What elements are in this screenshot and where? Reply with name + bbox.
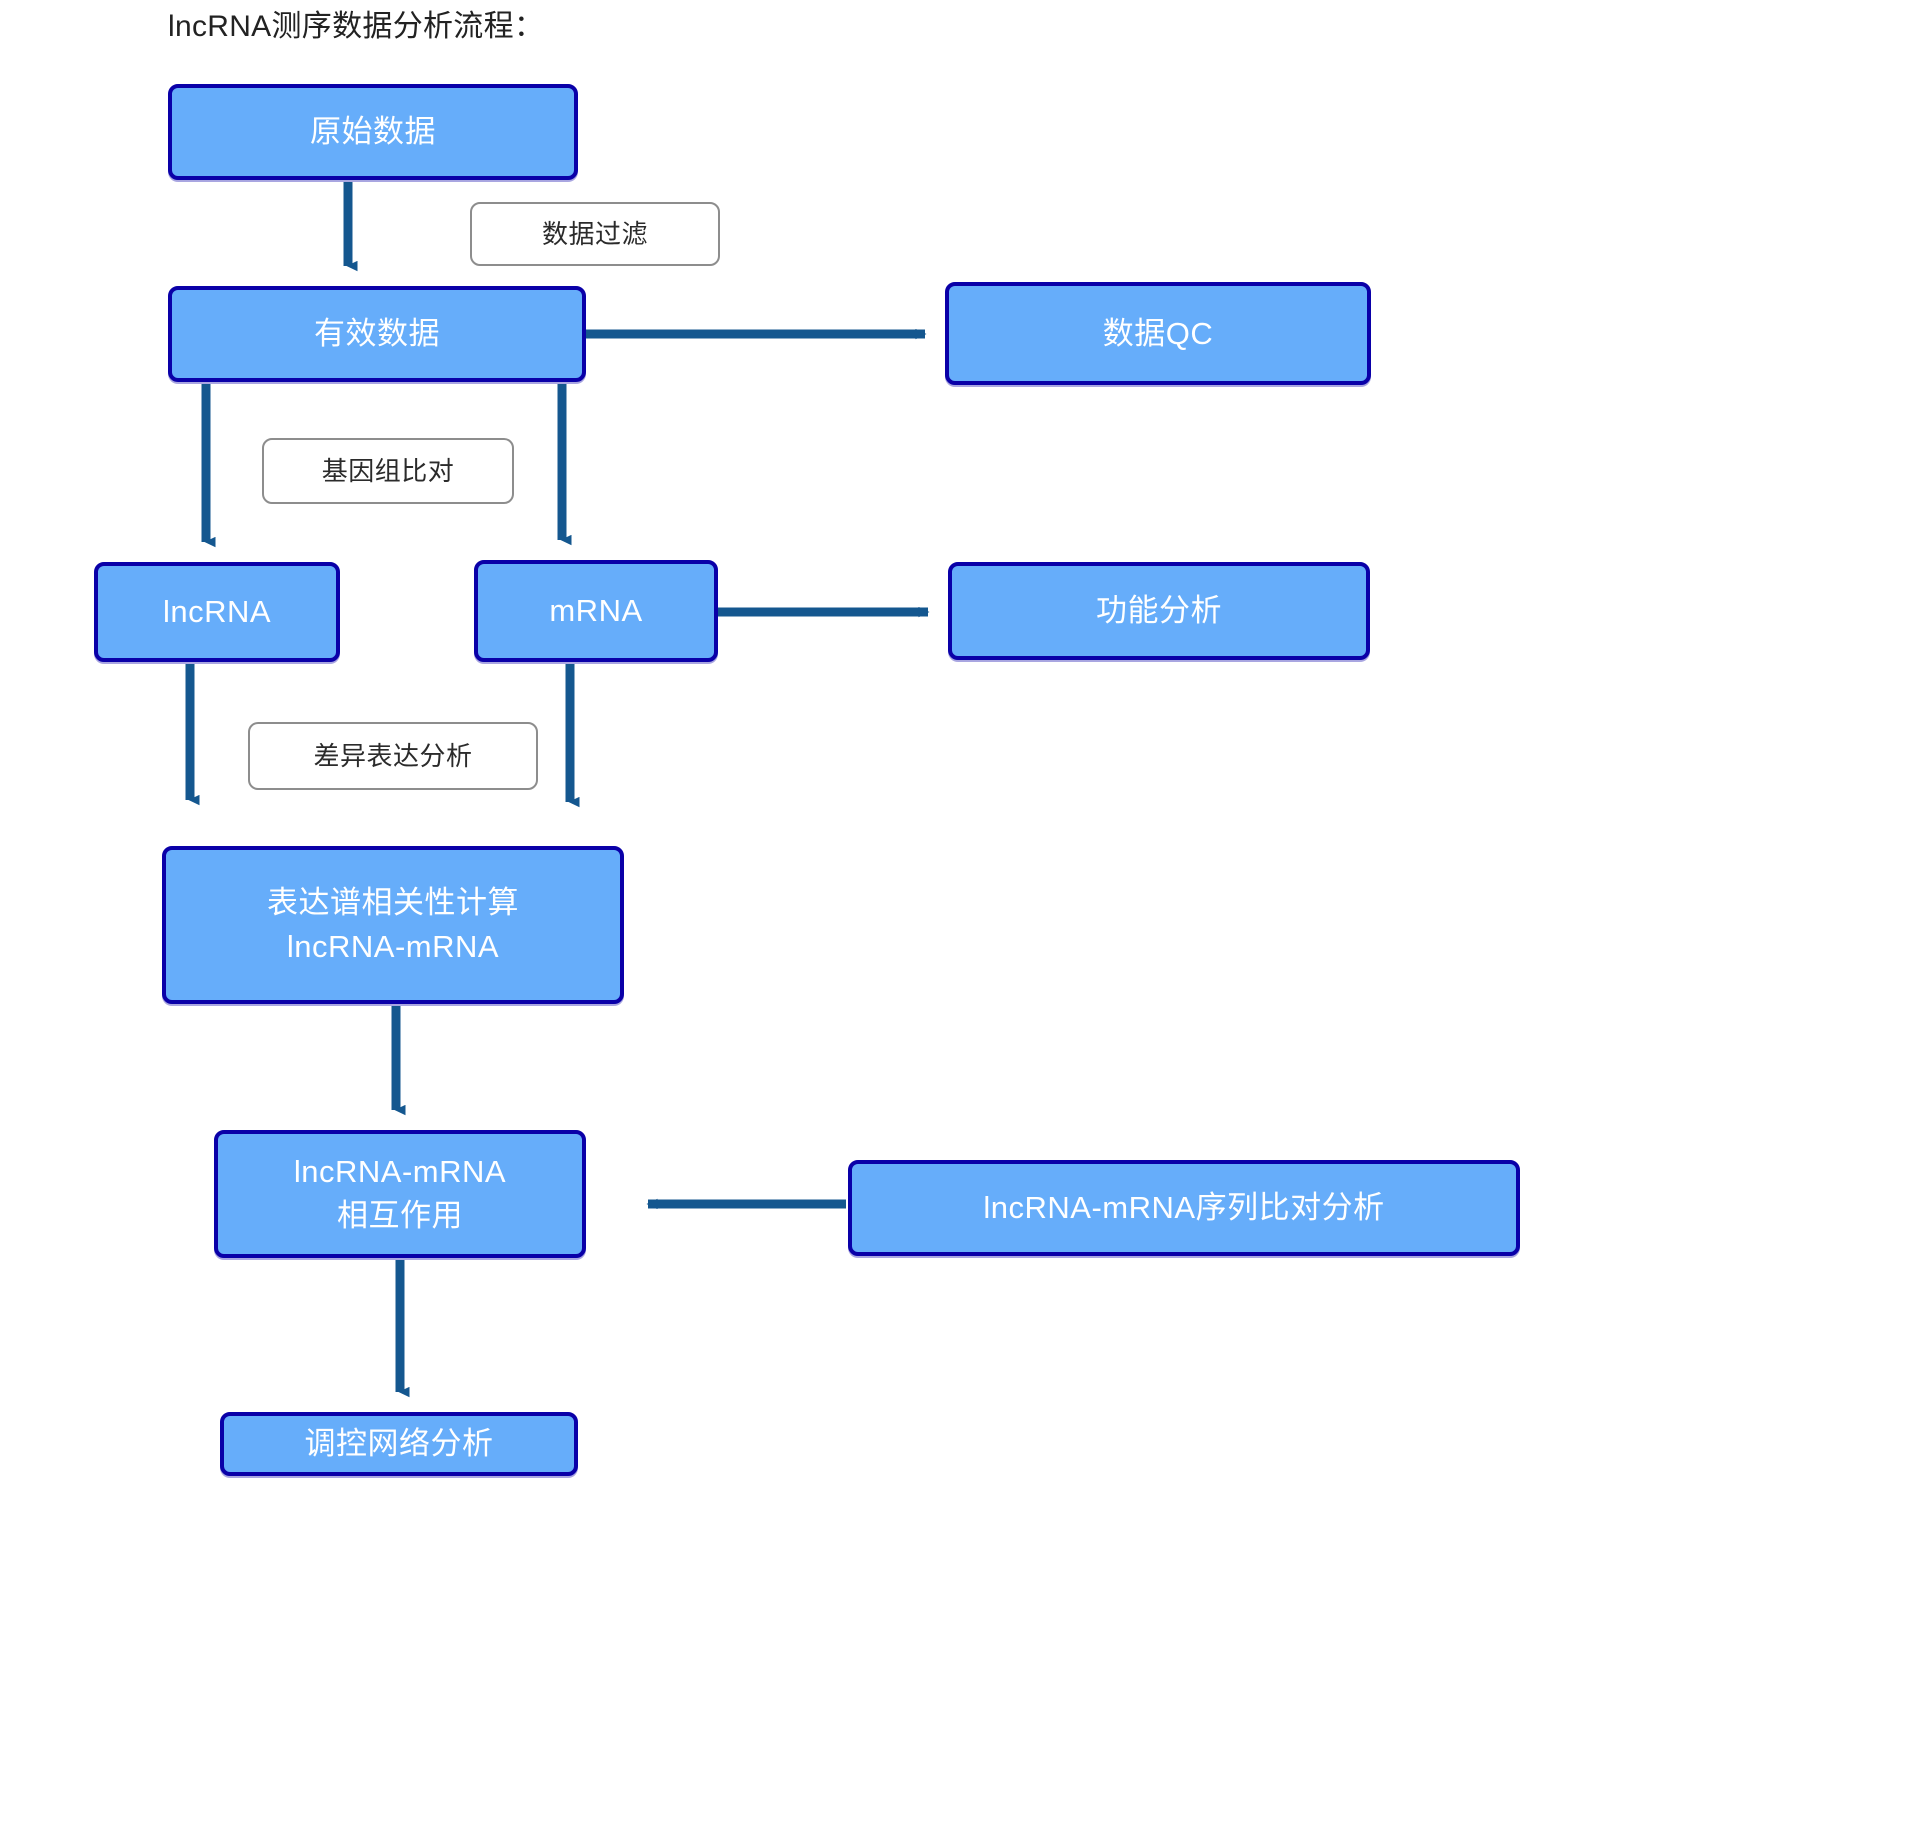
node-lncrna-mrna-interaction-label: lncRNA-mRNA 相互作用 xyxy=(293,1154,507,1233)
edge-label-differential-expression: 差异表达分析 xyxy=(248,722,538,790)
edge-label-differential-expression-text: 差异表达分析 xyxy=(313,741,473,771)
node-expression-correlation-label: 表达谱相关性计算 lncRNA-mRNA xyxy=(267,885,519,964)
node-raw-data[interactable]: 原始数据 xyxy=(168,84,578,180)
node-functional-analysis-label: 功能分析 xyxy=(1096,593,1222,628)
node-regulatory-network-label: 调控网络分析 xyxy=(304,1426,494,1461)
edge-label-data-filter: 数据过滤 xyxy=(470,202,720,266)
edge-label-genome-alignment-text: 基因组比对 xyxy=(321,456,455,486)
node-mrna[interactable]: mRNA xyxy=(474,560,718,662)
page-title: lncRNA测序数据分析流程： xyxy=(168,10,545,43)
node-lncrna-label: lncRNA xyxy=(162,594,272,629)
node-expression-correlation[interactable]: 表达谱相关性计算 lncRNA-mRNA xyxy=(162,846,624,1004)
node-mrna-label: mRNA xyxy=(549,593,643,628)
node-sequence-alignment[interactable]: lncRNA-mRNA序列比对分析 xyxy=(848,1160,1520,1256)
node-data-qc[interactable]: 数据QC xyxy=(945,282,1371,385)
node-functional-analysis[interactable]: 功能分析 xyxy=(948,562,1370,660)
node-regulatory-network[interactable]: 调控网络分析 xyxy=(220,1412,578,1476)
node-lncrna[interactable]: lncRNA xyxy=(94,562,340,662)
node-valid-data-label: 有效数据 xyxy=(314,316,440,351)
node-valid-data[interactable]: 有效数据 xyxy=(168,286,586,382)
node-sequence-alignment-label: lncRNA-mRNA序列比对分析 xyxy=(983,1190,1385,1225)
edge-label-data-filter-text: 数据过滤 xyxy=(541,219,648,249)
node-data-qc-label: 数据QC xyxy=(1102,315,1214,351)
edge-label-genome-alignment: 基因组比对 xyxy=(262,438,514,504)
node-raw-data-label: 原始数据 xyxy=(310,114,436,149)
node-lncrna-mrna-interaction[interactable]: lncRNA-mRNA 相互作用 xyxy=(214,1130,586,1258)
